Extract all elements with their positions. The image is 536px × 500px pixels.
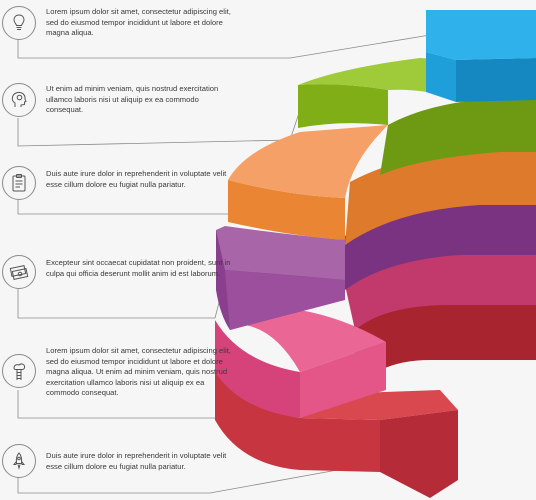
step-3-text: Duis aute irure dolor in reprehenderit i… (46, 169, 227, 189)
segment-purple-back (340, 200, 536, 290)
step-5-text: Lorem ipsum dolor sit amet, consectetur … (46, 346, 231, 398)
step-1-text: Lorem ipsum dolor sit amet, consectetur … (46, 7, 231, 38)
segment-orange (228, 125, 536, 245)
lightbulb-icon (13, 14, 25, 30)
segment-green-back (380, 98, 536, 175)
segment-orange-top (228, 125, 388, 198)
segment-pink-outer-wall (215, 320, 300, 418)
connector-line-4 (17, 279, 226, 319)
segment-red-outer-wall (215, 360, 380, 472)
step-4-text: Excepteur sint occaecat cupidatat non pr… (46, 258, 231, 278)
segment-orange-outer-wall (228, 180, 345, 240)
segment-purple (216, 200, 536, 330)
connector-line-6 (17, 464, 366, 494)
segment-red-back (355, 300, 536, 390)
segment-pink-back (345, 252, 536, 330)
segment-red-end (380, 410, 458, 498)
segment-pink-end (300, 342, 386, 418)
segment-purple-end (225, 270, 345, 330)
step-5-icon-circle (2, 354, 36, 388)
step-1-icon-circle (2, 6, 36, 40)
step-6-icon-circle (2, 444, 36, 478)
connector-line-2 (17, 109, 301, 147)
connector-lines (17, 34, 431, 494)
segment-red (215, 300, 536, 498)
segment-blue-front (426, 52, 456, 102)
step-6-text: Duis aute irure dolor in reprehenderit i… (46, 451, 227, 471)
step-2-icon-circle (2, 83, 36, 117)
segment-blue (426, 10, 536, 102)
step-4-icon-circle (2, 255, 36, 289)
rocket-icon (12, 452, 26, 470)
clipboard-icon (12, 174, 26, 192)
segment-green-outer-wall (298, 84, 388, 128)
segment-pink (215, 252, 536, 418)
money-icon (9, 265, 29, 280)
step-3-icon-circle (2, 166, 36, 200)
step-2-text: Ut enim ad minim veniam, quis nostrud ex… (46, 84, 219, 115)
segment-blue-top (426, 10, 536, 60)
segment-blue-side (456, 58, 536, 102)
segment-orange-back (345, 148, 536, 245)
segment-pink-top (230, 310, 386, 372)
connector-line-3 (17, 200, 230, 215)
segment-purple-top (216, 226, 345, 280)
ladder-icon (13, 363, 26, 380)
connector-line-1 (17, 34, 431, 59)
head-idea-icon (11, 91, 27, 107)
